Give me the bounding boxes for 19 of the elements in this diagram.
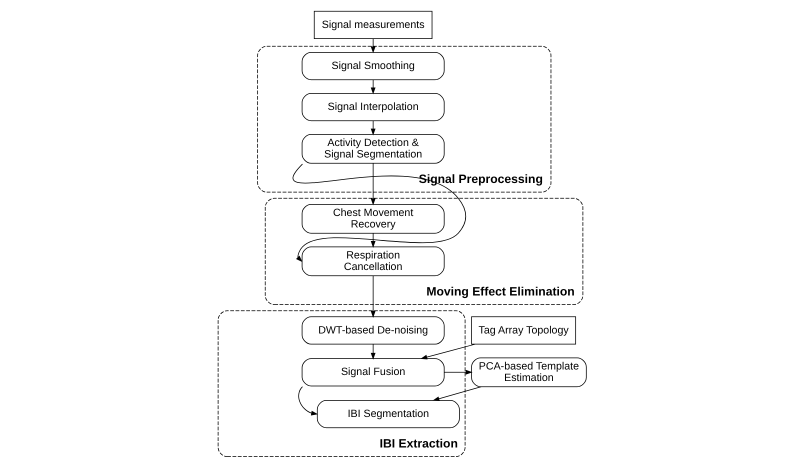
- arrow: [444, 370, 473, 375]
- node-box: Signal measurements: [314, 10, 432, 40]
- node-box: Signal Smoothing: [302, 52, 445, 80]
- node-box: PCA-based Template Estimation: [471, 357, 587, 388]
- node-box: Respiration Cancellation: [302, 246, 445, 276]
- arrow: [298, 386, 318, 416]
- arrow: [420, 344, 476, 360]
- node-box: Signal Interpolation: [302, 93, 445, 122]
- node-box: IBI Segmentation: [316, 400, 460, 428]
- arrow: [293, 164, 466, 262]
- arrow: [370, 344, 376, 360]
- node-box: Tag Array Topology: [471, 316, 576, 345]
- node-box: Chest Movement Recovery: [302, 204, 445, 234]
- arrow: [370, 275, 376, 318]
- node-box: Signal Fusion: [302, 358, 445, 386]
- arrow: [432, 386, 482, 402]
- arrow: [370, 163, 376, 206]
- node-box: Activity Detection & Signal Segmentation: [302, 134, 445, 164]
- node-box: DWT-based De-noising: [302, 316, 445, 345]
